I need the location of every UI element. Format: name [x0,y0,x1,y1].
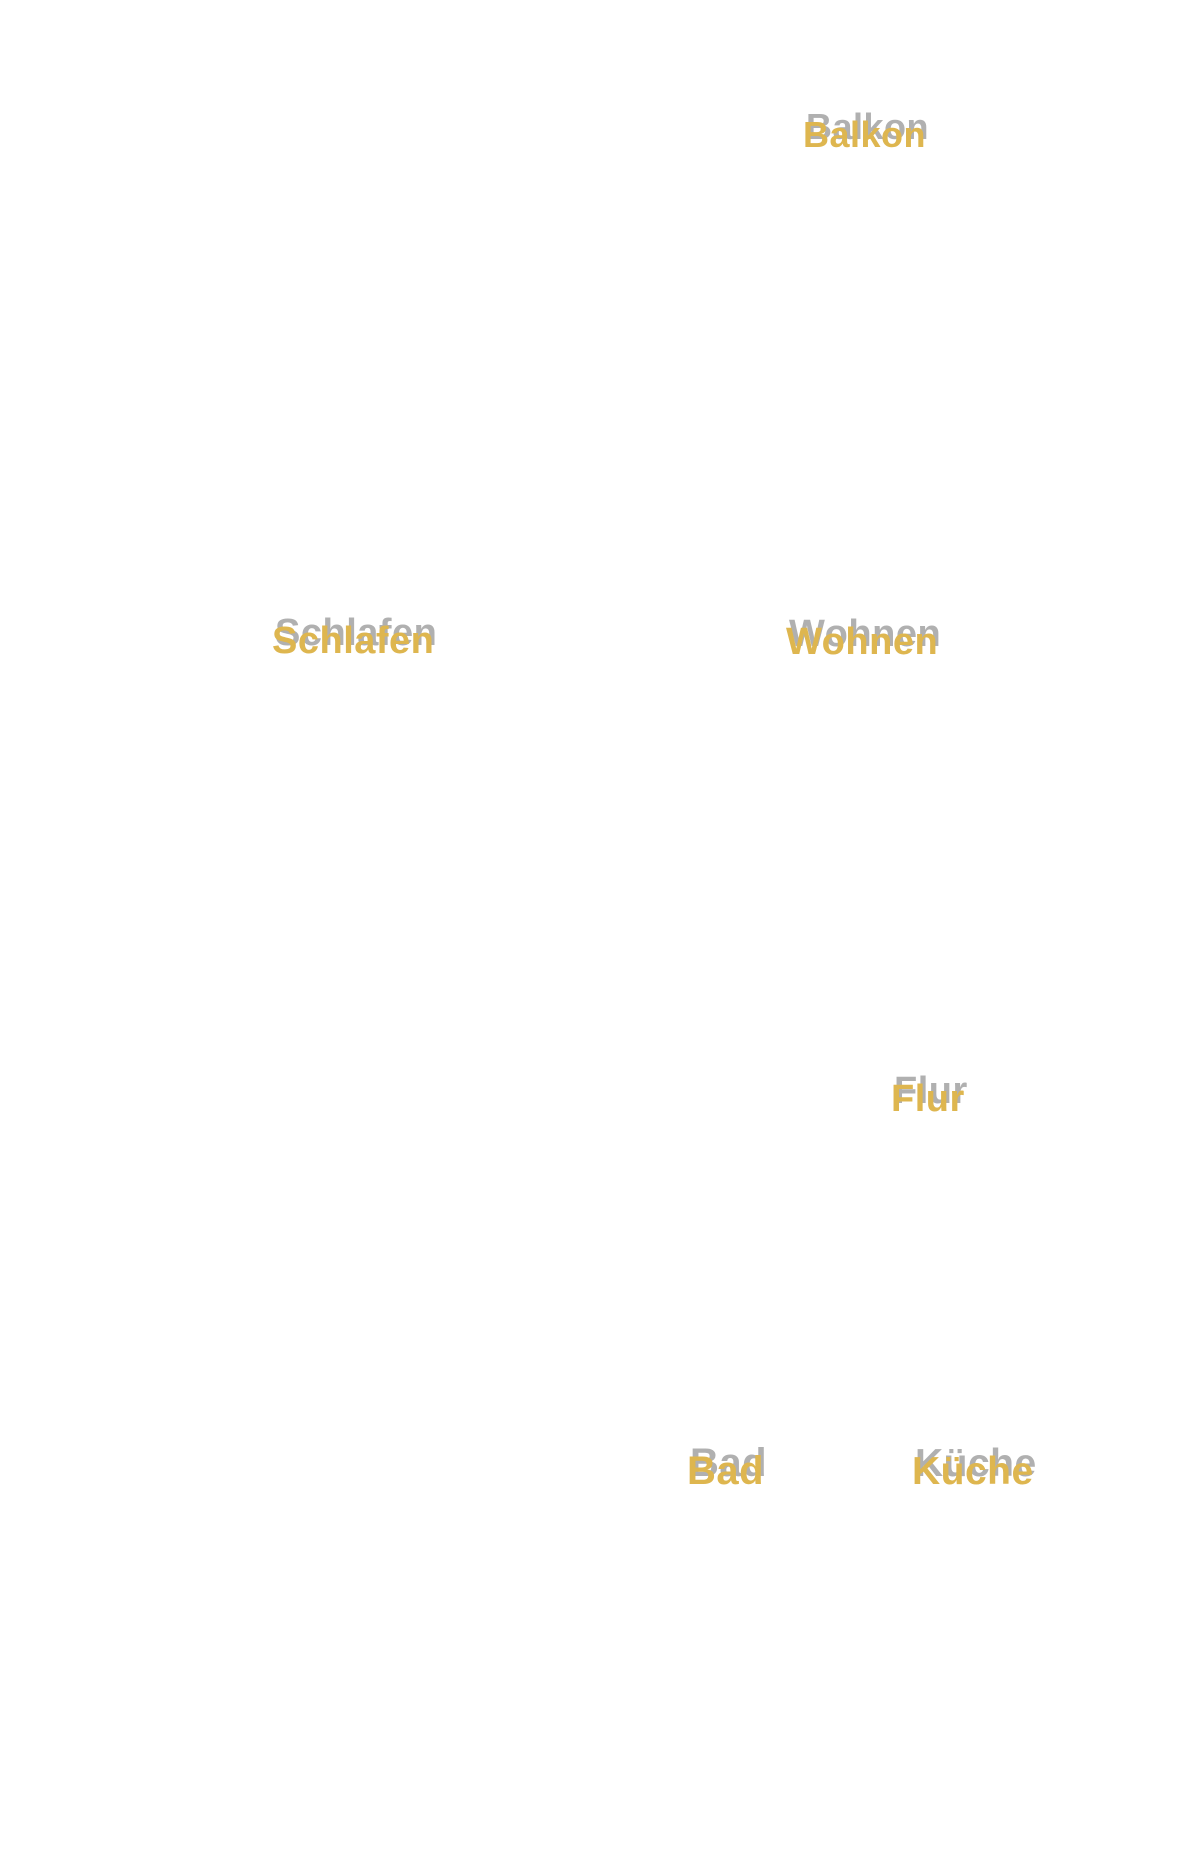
room-label-schlafen-shadow: Schlafen [275,612,438,654]
room-label-flur[interactable]: Flur Flur [891,1072,967,1120]
room-label-flur-shadow: Flur [894,1070,968,1112]
room-label-schlafen[interactable]: Schlafen Schlafen [272,614,437,662]
room-label-kueche-text: Küche [912,1450,1034,1493]
room-label-balkon[interactable]: Balkon Balkon [803,109,929,155]
room-label-wohnen-text: Wohnen [786,621,939,663]
room-label-flur-text: Flur [891,1078,965,1120]
room-label-bad-text: Bad [687,1449,765,1493]
room-label-balkon-shadow: Balkon [806,106,930,147]
room-label-schlafen-text: Schlafen [272,620,435,662]
room-label-balkon-text: Balkon [803,114,927,155]
room-label-wohnen-shadow: Wohnen [789,613,942,655]
room-label-bad[interactable]: Bad Bad [687,1443,767,1493]
room-label-bad-shadow: Bad [690,1441,768,1485]
room-label-wohnen[interactable]: Wohnen Wohnen [786,615,941,663]
room-label-kueche[interactable]: Küche Küche [912,1444,1036,1493]
room-label-kueche-shadow: Küche [915,1442,1037,1485]
